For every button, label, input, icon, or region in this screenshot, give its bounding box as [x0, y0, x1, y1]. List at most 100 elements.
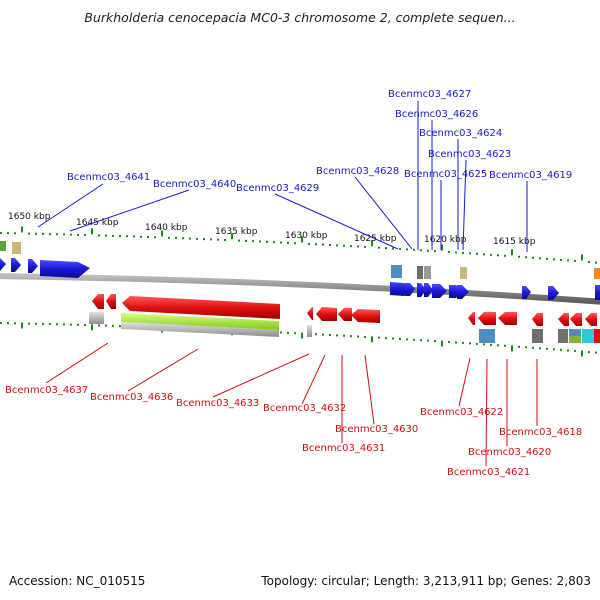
gene-label[interactable]: Bcenmc03_4637: [5, 385, 88, 396]
feature-box[interactable]: [569, 329, 581, 336]
gene-label[interactable]: Bcenmc03_4623: [428, 149, 511, 160]
feature-bar-grey[interactable]: [121, 322, 279, 337]
gene-label[interactable]: Bcenmc03_4641: [67, 172, 150, 183]
minor-tick: [28, 232, 30, 235]
feature-box[interactable]: [569, 336, 581, 343]
gene-label[interactable]: Bcenmc03_4624: [419, 128, 502, 139]
minor-tick: [525, 256, 527, 259]
gene-arrow[interactable]: [28, 259, 38, 273]
minor-tick: [315, 243, 317, 246]
minor-tick: [427, 339, 429, 342]
minor-tick: [294, 242, 296, 245]
gene-arrow[interactable]: [307, 307, 313, 320]
gene-arrow[interactable]: [40, 260, 90, 278]
forward-strand-genes: [0, 258, 600, 300]
feature-box[interactable]: [12, 242, 21, 254]
feature-box[interactable]: [89, 312, 104, 324]
gene-arrow[interactable]: [532, 313, 543, 326]
gene-arrow[interactable]: [0, 258, 6, 271]
minor-tick: [98, 234, 100, 237]
minor-tick: [168, 236, 170, 239]
gene-label[interactable]: Bcenmc03_4632: [263, 403, 346, 414]
feature-box[interactable]: [594, 268, 600, 279]
gene-label[interactable]: Bcenmc03_4621: [447, 467, 530, 478]
gene-arrow[interactable]: [351, 309, 380, 323]
minor-tick: [427, 249, 429, 252]
gene-arrow[interactable]: [457, 285, 469, 299]
feature-box[interactable]: [558, 329, 568, 343]
minor-tick: [455, 341, 457, 344]
minor-tick: [336, 334, 338, 337]
gene-arrow[interactable]: [316, 307, 337, 321]
gene-label[interactable]: Bcenmc03_4628: [316, 166, 399, 177]
gene-label[interactable]: Bcenmc03_4625: [404, 169, 487, 180]
gene-arrow[interactable]: [478, 312, 496, 325]
gene-arrow[interactable]: [498, 312, 517, 325]
feature-box[interactable]: [424, 266, 431, 279]
minor-tick: [14, 232, 16, 235]
gene-arrow[interactable]: [417, 283, 426, 297]
minor-tick: [35, 322, 37, 325]
kbp-label: 1620 kbp: [424, 235, 467, 245]
feature-box[interactable]: [307, 325, 312, 337]
minor-tick: [42, 232, 44, 235]
minor-tick: [119, 235, 121, 238]
gene-label[interactable]: Bcenmc03_4620: [468, 447, 551, 458]
gene-label[interactable]: Bcenmc03_4633: [176, 398, 259, 409]
feature-box[interactable]: [0, 241, 6, 251]
gene-arrow[interactable]: [405, 283, 415, 296]
minor-tick: [357, 335, 359, 338]
feature-box[interactable]: [532, 329, 543, 343]
gene-arrow[interactable]: [122, 296, 280, 319]
gene-arrow[interactable]: [424, 283, 433, 297]
minor-tick: [98, 324, 100, 327]
minor-tick: [140, 235, 142, 238]
feature-box[interactable]: [594, 329, 600, 343]
minor-tick: [224, 238, 226, 241]
minor-tick: [7, 322, 9, 325]
major-tick: [301, 332, 303, 339]
gene-label[interactable]: Bcenmc03_4630: [335, 424, 418, 435]
minor-tick: [483, 343, 485, 346]
gene-label[interactable]: Bcenmc03_4640: [153, 179, 236, 190]
minor-tick: [385, 247, 387, 250]
gene-arrow[interactable]: [92, 294, 104, 309]
gene-label[interactable]: Bcenmc03_4622: [420, 407, 503, 418]
major-tick: [231, 233, 233, 240]
gene-label[interactable]: Bcenmc03_4619: [489, 170, 572, 181]
minor-tick: [238, 239, 240, 242]
feature-box[interactable]: [479, 329, 495, 343]
gene-label[interactable]: Bcenmc03_4618: [499, 427, 582, 438]
kbp-label: 1630 kbp: [285, 231, 328, 241]
gene-label[interactable]: Bcenmc03_4636: [90, 392, 173, 403]
kbp-label: 1640 kbp: [145, 223, 188, 233]
minor-tick: [322, 333, 324, 336]
minor-tick: [420, 339, 422, 342]
feature-box[interactable]: [391, 265, 402, 278]
gene-label[interactable]: Bcenmc03_4631: [302, 443, 385, 454]
feature-box[interactable]: [417, 266, 423, 279]
gene-arrow[interactable]: [432, 284, 447, 298]
gene-label[interactable]: Bcenmc03_4629: [236, 183, 319, 194]
feature-bar-lime[interactable]: [121, 313, 279, 330]
minor-tick: [336, 244, 338, 247]
feature-box[interactable]: [460, 267, 467, 279]
minor-tick: [399, 247, 401, 250]
gene-arrow[interactable]: [468, 312, 475, 325]
gene-arrow[interactable]: [595, 285, 600, 300]
gene-label[interactable]: Bcenmc03_4626: [395, 109, 478, 120]
minor-tick: [280, 241, 282, 244]
gene-arrow[interactable]: [570, 313, 582, 326]
gene-arrow[interactable]: [548, 286, 559, 300]
gene-arrow[interactable]: [338, 308, 352, 321]
gene-arrow[interactable]: [585, 313, 597, 326]
gene-arrow[interactable]: [522, 286, 531, 299]
feature-box[interactable]: [582, 329, 594, 343]
gene-arrow[interactable]: [106, 294, 116, 309]
minor-tick: [392, 247, 394, 250]
kbp-label: 1635 kbp: [215, 227, 258, 237]
minor-tick: [119, 325, 121, 328]
gene-label[interactable]: Bcenmc03_4627: [388, 89, 471, 100]
gene-arrow[interactable]: [11, 258, 21, 272]
gene-arrow[interactable]: [558, 313, 569, 326]
